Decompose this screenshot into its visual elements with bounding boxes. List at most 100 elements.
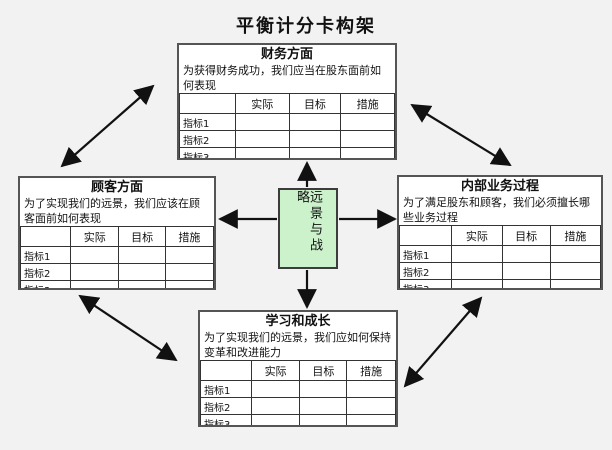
metrics-header-measure: 措施 bbox=[346, 360, 396, 381]
metric-empty-cell bbox=[70, 280, 120, 288]
vision-strategy-label: 远景与战略 bbox=[294, 190, 322, 254]
metric-empty-cell bbox=[340, 130, 395, 148]
metrics-row: 指标3 bbox=[399, 279, 601, 288]
metric-row-label: 指标3 bbox=[179, 147, 236, 158]
metric-empty-cell bbox=[234, 113, 290, 131]
metrics-header-target: 目标 bbox=[299, 360, 348, 381]
metrics-header-actual: 实际 bbox=[250, 360, 301, 381]
metrics-header-empty bbox=[179, 93, 236, 114]
metrics-row: 指标1 bbox=[399, 245, 601, 263]
metric-row-label: 指标3 bbox=[399, 279, 453, 288]
arrow-finance-internal-icon bbox=[410, 103, 512, 167]
metric-empty-cell bbox=[549, 262, 601, 280]
metrics-header-measure: 措施 bbox=[549, 225, 601, 246]
metric-empty-cell bbox=[501, 279, 551, 288]
metrics-header-target: 目标 bbox=[501, 225, 551, 246]
metric-empty-cell bbox=[70, 246, 120, 264]
metrics-row: 指标1 bbox=[179, 113, 395, 131]
metric-empty-cell bbox=[346, 380, 396, 398]
metric-row-label: 指标1 bbox=[200, 380, 252, 398]
metrics-row: 指标2 bbox=[399, 262, 601, 280]
metric-empty-cell bbox=[118, 280, 166, 288]
metric-empty-cell bbox=[299, 380, 348, 398]
metrics-header-empty bbox=[399, 225, 453, 246]
metric-empty-cell bbox=[234, 147, 290, 158]
metrics-row: 指标3 bbox=[179, 147, 395, 158]
finance-box-desc: 为获得财务成功，我们应当在股东面前如何表现 bbox=[183, 64, 381, 92]
metric-row-label: 指标2 bbox=[399, 262, 453, 280]
metrics-header-measure: 措施 bbox=[340, 93, 395, 114]
metrics-row: 指标2 bbox=[200, 397, 396, 415]
metric-row-label: 指标1 bbox=[20, 246, 72, 264]
learning-box: 学习和成长 为了实现我们的远景，我们应如何保持变革和改进能力 实际目标措施指标1… bbox=[198, 310, 398, 427]
metric-row-label: 指标1 bbox=[399, 245, 453, 263]
metrics-row: 指标3 bbox=[200, 414, 396, 425]
metrics-row: 指标2 bbox=[179, 130, 395, 148]
metric-empty-cell bbox=[118, 263, 166, 281]
metric-empty-cell bbox=[288, 147, 342, 158]
metric-empty-cell bbox=[250, 414, 301, 425]
metrics-header-target: 目标 bbox=[288, 93, 342, 114]
metrics-header-actual: 实际 bbox=[234, 93, 290, 114]
metric-empty-cell bbox=[340, 147, 395, 158]
metric-empty-cell bbox=[118, 246, 166, 264]
metric-empty-cell bbox=[288, 130, 342, 148]
metric-empty-cell bbox=[250, 380, 301, 398]
metric-empty-cell bbox=[164, 246, 214, 264]
metric-row-label: 指标2 bbox=[179, 130, 236, 148]
metric-empty-cell bbox=[451, 245, 503, 263]
metrics-header-target: 目标 bbox=[118, 226, 166, 247]
metric-row-label: 指标2 bbox=[200, 397, 252, 415]
metric-empty-cell bbox=[299, 414, 348, 425]
finance-box-title: 财务方面 bbox=[260, 47, 313, 62]
metrics-row: 指标1 bbox=[20, 246, 214, 264]
metric-empty-cell bbox=[164, 263, 214, 281]
metrics-header-empty bbox=[20, 226, 72, 247]
metric-empty-cell bbox=[451, 262, 503, 280]
metric-empty-cell bbox=[549, 279, 601, 288]
arrow-customer-finance-icon bbox=[60, 84, 155, 168]
metric-empty-cell bbox=[288, 113, 342, 131]
metric-empty-cell bbox=[451, 279, 503, 288]
metrics-header-row: 实际目标措施 bbox=[179, 93, 395, 114]
learning-box-title: 学习和成长 bbox=[265, 314, 331, 329]
metric-row-label: 指标1 bbox=[179, 113, 236, 131]
metrics-header-actual: 实际 bbox=[70, 226, 120, 247]
arrow-customer-learning-icon bbox=[78, 294, 178, 362]
page-title: 平衡计分卡构架 bbox=[236, 16, 376, 37]
metrics-header-actual: 实际 bbox=[451, 225, 503, 246]
metric-row-label: 指标3 bbox=[20, 280, 72, 288]
metrics-header-row: 实际目标措施 bbox=[200, 360, 396, 381]
metric-empty-cell bbox=[164, 280, 214, 288]
metric-empty-cell bbox=[501, 245, 551, 263]
metrics-row: 指标3 bbox=[20, 280, 214, 288]
metrics-header-row: 实际目标措施 bbox=[20, 226, 214, 247]
learning-box-desc: 为了实现我们的远景，我们应如何保持变革和改进能力 bbox=[204, 331, 391, 359]
metrics-row: 指标2 bbox=[20, 263, 214, 281]
customer-box-title: 顾客方面 bbox=[90, 180, 143, 195]
vision-strategy-box: 远景与战略 bbox=[278, 188, 338, 269]
customer-box-desc: 为了实现我们的远景，我们应该在顾客面前如何表现 bbox=[24, 197, 200, 225]
metric-empty-cell bbox=[346, 414, 396, 425]
metric-empty-cell bbox=[346, 397, 396, 415]
metric-empty-cell bbox=[70, 263, 120, 281]
metric-empty-cell bbox=[234, 130, 290, 148]
metric-empty-cell bbox=[340, 113, 395, 131]
metrics-header-empty bbox=[200, 360, 252, 381]
metric-row-label: 指标3 bbox=[200, 414, 252, 425]
internal-box-title: 内部业务过程 bbox=[460, 179, 539, 194]
metric-empty-cell bbox=[549, 245, 601, 263]
metrics-header-measure: 措施 bbox=[164, 226, 214, 247]
arrow-learning-internal-icon bbox=[403, 296, 483, 388]
metrics-row: 指标1 bbox=[200, 380, 396, 398]
metric-empty-cell bbox=[299, 397, 348, 415]
metric-row-label: 指标2 bbox=[20, 263, 72, 281]
